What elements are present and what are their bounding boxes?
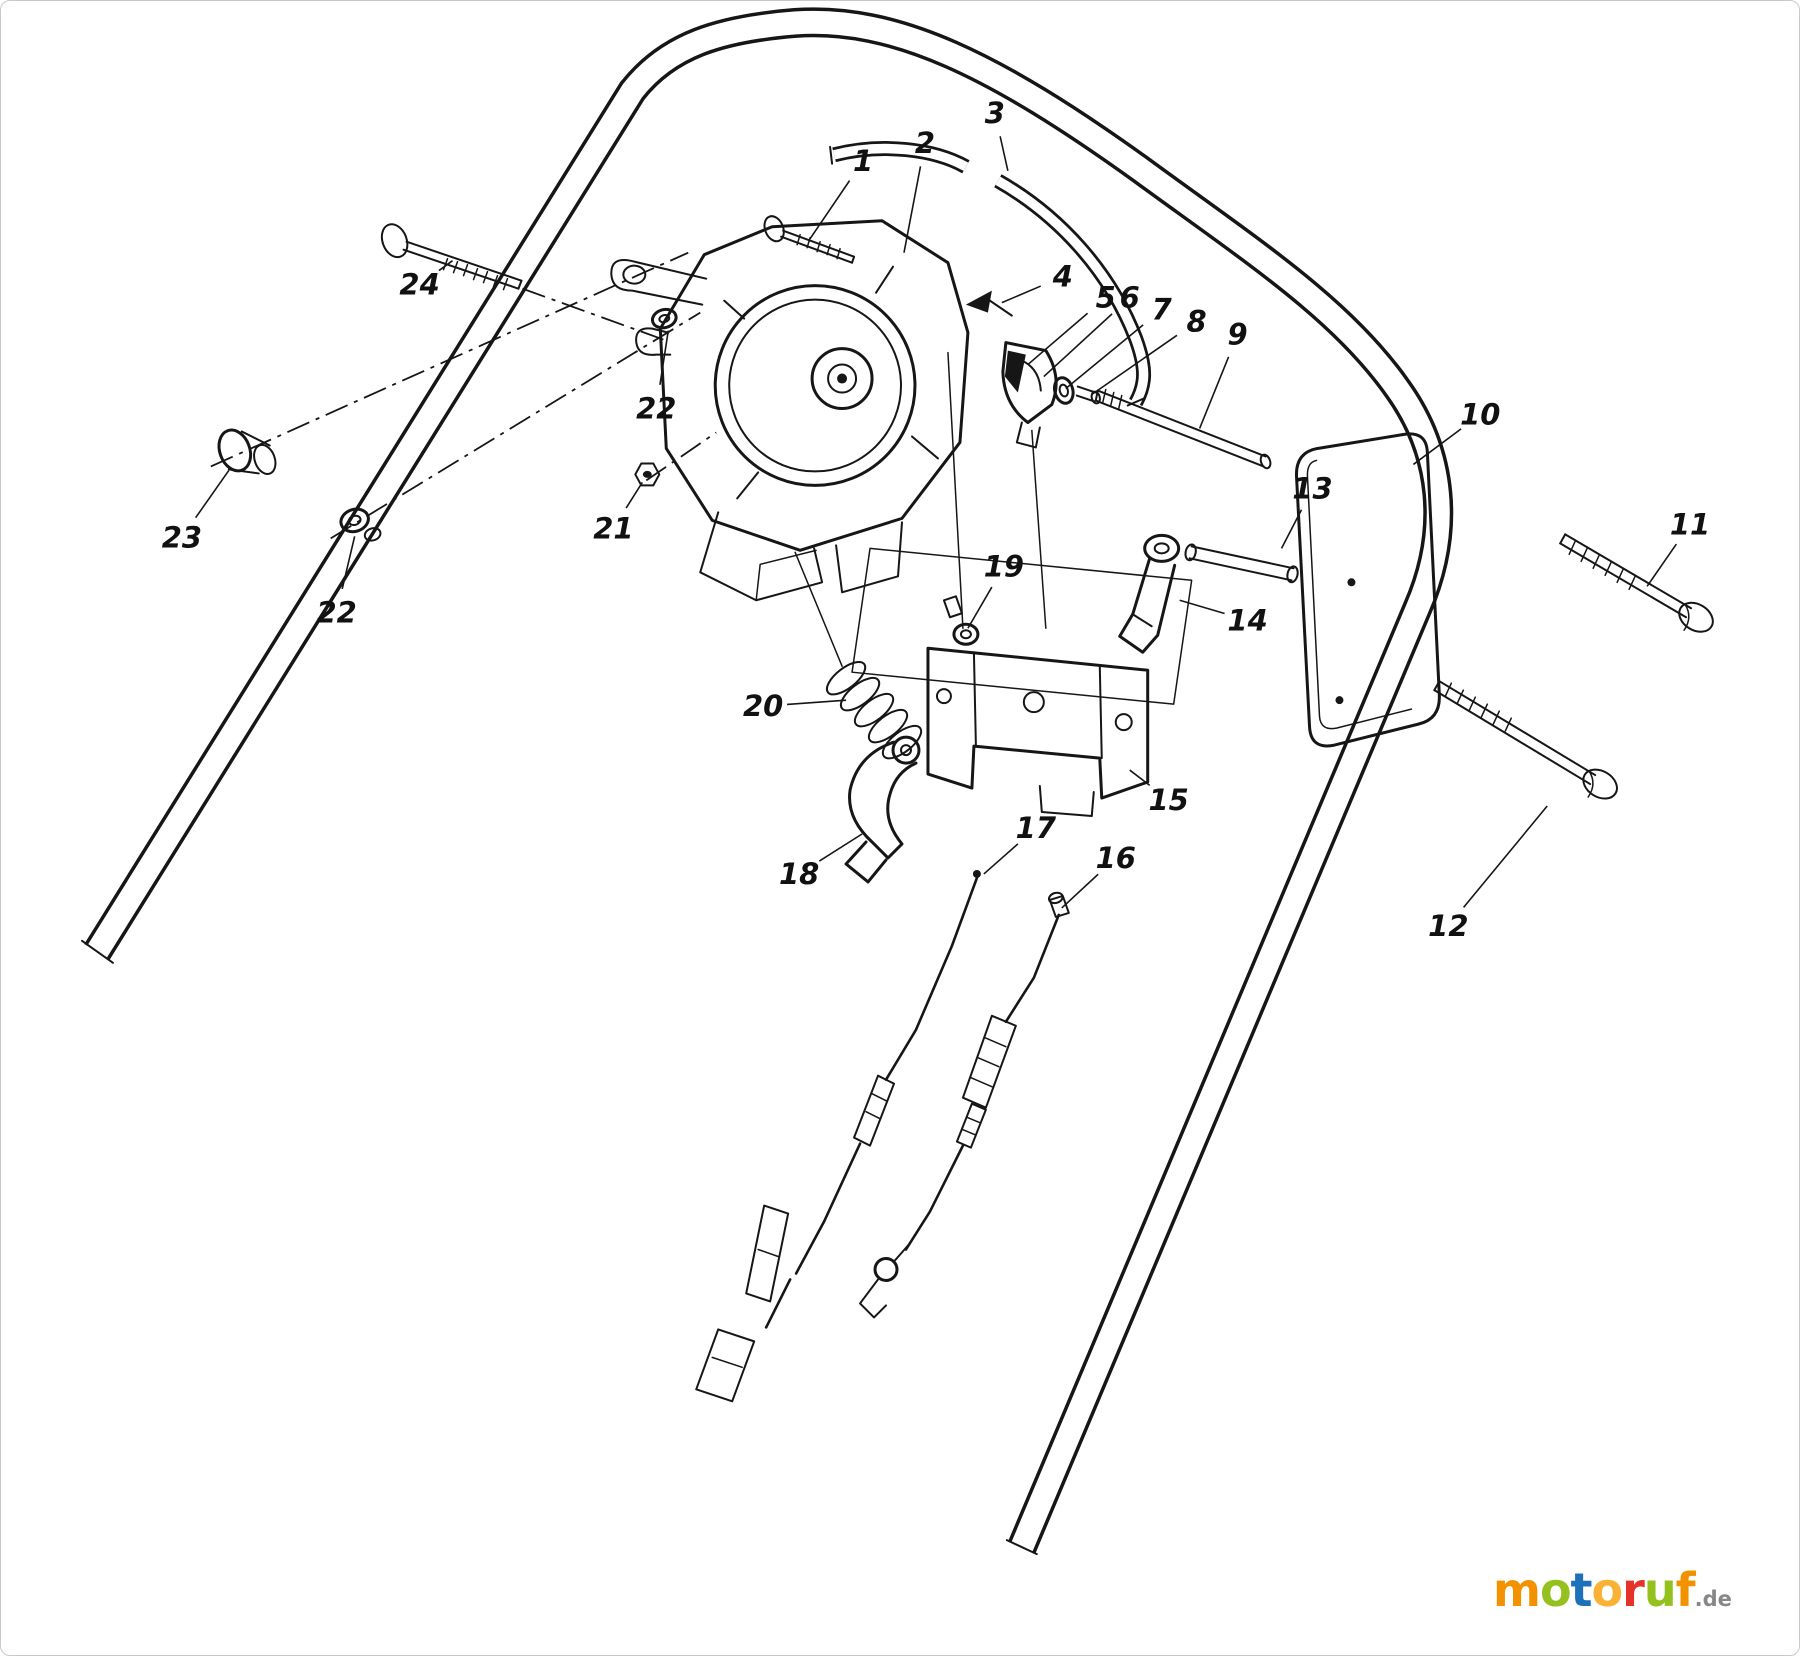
leader-line-1: [809, 180, 851, 240]
bolt-24: [380, 223, 523, 291]
cable-17: [695, 869, 981, 1403]
cap-23: [217, 428, 277, 475]
part-label-3: 3: [985, 96, 1005, 130]
leader-line-8: [1091, 334, 1178, 396]
bracket-15: [926, 646, 1150, 818]
leader-line-4: [1001, 285, 1042, 304]
leader-line-24: [438, 260, 454, 272]
rod-9: [1094, 388, 1272, 470]
leader-line-11: [1646, 543, 1678, 587]
cover-plate-10: [1295, 432, 1441, 748]
part-label-5: 5: [1096, 281, 1116, 315]
part-label-21: 21: [593, 511, 633, 545]
part-label-1: 1: [853, 144, 873, 178]
leader-line-22: [659, 330, 670, 385]
clip-4: [965, 290, 1013, 317]
leader-line-7: [1065, 324, 1144, 390]
crank-14: [1118, 533, 1181, 654]
logo-letter: r: [1622, 1563, 1645, 1617]
leader-line-23: [194, 469, 230, 519]
spring-20: [825, 660, 923, 760]
part-label-20: 20: [743, 689, 783, 723]
logo-letter: t: [1570, 1563, 1593, 1617]
leader-line-12: [1462, 805, 1548, 908]
leader-line-18: [818, 833, 863, 862]
leader-line-9: [1198, 356, 1230, 429]
leader-line-19: [967, 586, 993, 629]
logo-letter: o: [1591, 1563, 1624, 1617]
leader-line-2: [903, 166, 922, 253]
part-label-6: 6: [1120, 281, 1140, 315]
handle-tube: [80, 7, 1454, 1556]
washer-7: [1052, 376, 1075, 405]
leader-line-13: [1280, 509, 1303, 549]
washer-19: [942, 595, 980, 646]
part-label-8: 8: [1187, 305, 1207, 339]
part-label-15: 15: [1149, 783, 1189, 817]
part-label-18: 18: [779, 857, 819, 891]
part-label-4: 4: [1052, 260, 1073, 294]
leader-line-3: [999, 136, 1009, 171]
part-label-19: 19: [984, 549, 1024, 583]
motoruf-logo[interactable]: motoruf.de: [1493, 1567, 1732, 1613]
logo-letter: m: [1493, 1563, 1541, 1617]
bolt-11: [1559, 533, 1714, 633]
part-label-12: 12: [1428, 909, 1468, 943]
control-bar: [829, 141, 1152, 407]
logo-letter: u: [1643, 1563, 1677, 1617]
leader-line-22: [341, 536, 356, 590]
trigger-18: [844, 735, 921, 884]
bushing-22-left: [339, 507, 382, 542]
part-label-11: 11: [1670, 507, 1710, 541]
leader-line-16: [1061, 873, 1099, 909]
leader-line-20: [787, 699, 847, 706]
part-label-2: 2: [915, 126, 935, 160]
leader-line-6: [1043, 313, 1113, 378]
part-label-10: 10: [1460, 398, 1500, 432]
part-label-14: 14: [1227, 603, 1267, 637]
leader-line-10: [1412, 428, 1462, 466]
leader-line-21: [625, 481, 643, 509]
throttle-cam-5-6: [1001, 341, 1058, 449]
part-label-22: 22: [317, 595, 357, 629]
part-label-13: 13: [1292, 471, 1332, 505]
leader-line-15: [1129, 769, 1151, 787]
pin-8: [1075, 385, 1101, 405]
leader-line-5: [1027, 312, 1089, 366]
pin-13: [1184, 543, 1299, 584]
leader-line-17: [983, 843, 1019, 875]
bolt-12: [1433, 680, 1618, 800]
part-label-23: 23: [162, 520, 202, 554]
phantom-lines: [794, 351, 1193, 705]
part-label-22: 22: [636, 392, 676, 426]
part-label-16: 16: [1096, 841, 1136, 875]
part-label-9: 9: [1228, 318, 1248, 352]
logo-letter: f: [1675, 1563, 1696, 1617]
leader-line-14: [1179, 599, 1225, 615]
logo-letter: o: [1539, 1563, 1572, 1617]
part-label-24: 24: [399, 268, 439, 302]
part-label-7: 7: [1152, 293, 1173, 327]
cable-16: [859, 891, 1070, 1319]
bushing-22-right: [650, 307, 678, 330]
part-label-17: 17: [1016, 811, 1057, 845]
bolt-1: [763, 215, 856, 264]
logo-suffix: .de: [1694, 1587, 1732, 1611]
